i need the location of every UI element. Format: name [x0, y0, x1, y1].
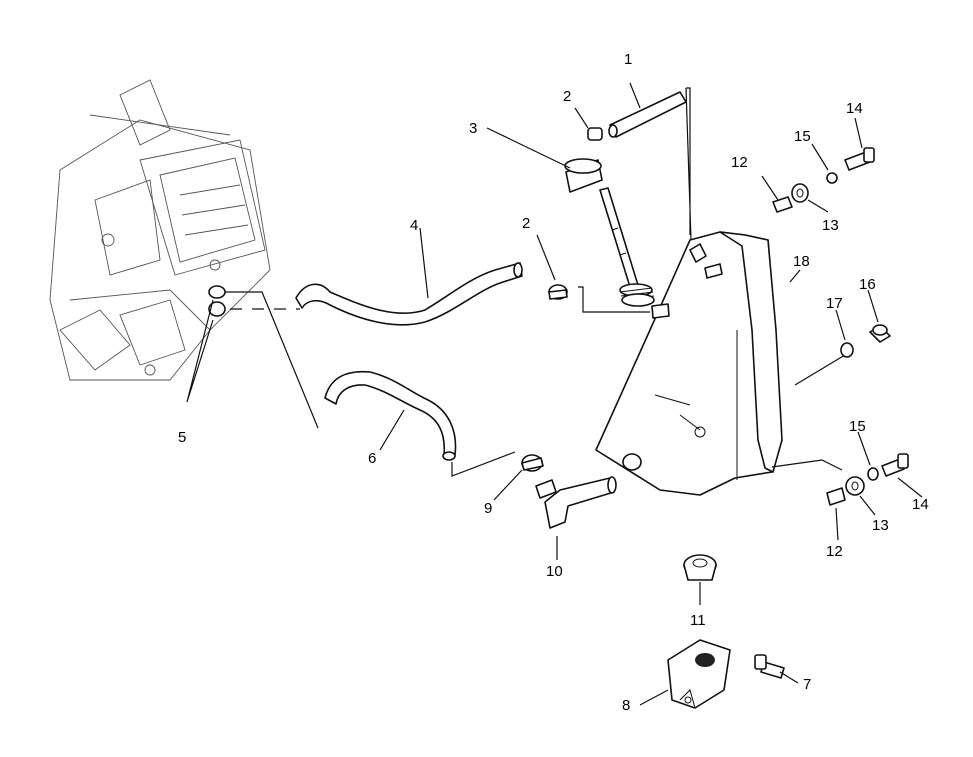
- elbow-fitting: [535, 476, 617, 529]
- callout-4: 4: [410, 217, 418, 234]
- filler-cap-dipstick: [564, 158, 655, 307]
- sealing-washer: [840, 342, 854, 358]
- engine-outline: [49, 79, 271, 381]
- bushing-upper: [772, 196, 793, 213]
- callout-14-upper: 14: [846, 100, 863, 117]
- callout-9: 9: [484, 500, 492, 517]
- callout-11: 11: [690, 612, 706, 629]
- hose-lower: [324, 370, 457, 461]
- callout-18: 18: [793, 253, 810, 270]
- bracket-bolt: [754, 654, 785, 679]
- callout-12-lower: 12: [826, 543, 843, 560]
- callout-14-lower: 14: [912, 496, 929, 513]
- callout-6: 6: [368, 450, 376, 467]
- callout-1: 1: [624, 51, 632, 68]
- callout-12-upper: 12: [731, 154, 748, 171]
- hose-upper: [295, 262, 523, 326]
- bolt-upper: [844, 147, 875, 171]
- engine-fittings: [208, 285, 226, 317]
- vent-tube: [608, 91, 687, 138]
- callout-7: 7: [803, 676, 811, 693]
- callout-13-upper: 13: [822, 217, 839, 234]
- clamp-upper: [587, 127, 603, 141]
- grommet-upper: [791, 183, 809, 203]
- callout-15-lower: 15: [849, 418, 866, 435]
- callout-3: 3: [469, 120, 477, 137]
- callout-17: 17: [826, 295, 843, 312]
- callout-16: 16: [859, 276, 876, 293]
- grommet-lower: [845, 476, 865, 496]
- mounting-bracket: [667, 639, 731, 709]
- washer-upper: [826, 172, 838, 184]
- bolt-lower: [881, 453, 909, 477]
- callout-2-upper: 2: [563, 88, 571, 105]
- clamp-lower: [548, 284, 568, 300]
- callout-15-upper: 15: [794, 128, 811, 145]
- callout-2-lower: 2: [522, 215, 530, 232]
- oil-tank: [595, 231, 783, 496]
- rubber-mount: [683, 554, 717, 581]
- callout-10: 10: [546, 563, 563, 580]
- callout-13-lower: 13: [872, 517, 889, 534]
- washer-lower: [867, 467, 879, 481]
- bushing-lower: [826, 487, 846, 506]
- callout-8: 8: [622, 697, 630, 714]
- hose-clamp: [521, 454, 544, 472]
- drain-plug: [869, 324, 891, 343]
- callout-5: 5: [178, 429, 186, 446]
